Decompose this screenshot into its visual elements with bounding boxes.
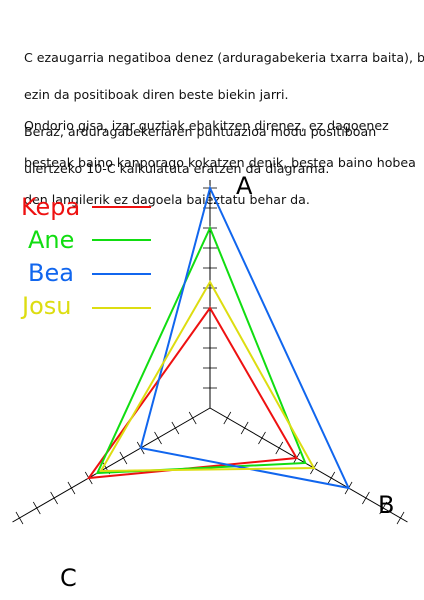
axis-tick <box>379 501 388 515</box>
intro-line: Beraz, arduragabekeriaren puntuazioa mod… <box>24 124 377 140</box>
axis-line-c <box>12 407 211 523</box>
example-line: den langilerik ez dagoela baieztatu beha… <box>24 192 310 208</box>
axis-tick <box>119 451 128 465</box>
example-line: besteak baino kanporago kokatzen denik, … <box>24 155 416 171</box>
axis-tick <box>188 411 197 425</box>
axis-tick <box>50 491 58 505</box>
axis-tick <box>240 421 249 435</box>
axis-tick <box>171 421 180 435</box>
axis-label-c: C <box>60 564 77 592</box>
intro-line: ulertzeko 10-C kalkulatuta eratzen da di… <box>24 161 330 177</box>
axis-tick <box>327 471 336 485</box>
axis-label-a: A <box>236 172 253 200</box>
axis-label-b: B <box>378 491 394 519</box>
legend-label-josu: Josu <box>22 292 72 320</box>
axis-tick <box>258 431 266 445</box>
axis-line-b <box>209 407 408 523</box>
series-polygon-bea <box>139 185 351 490</box>
intro-line: ezin da positiboak diren beste biekin ja… <box>24 87 289 103</box>
axis-tick <box>396 511 405 525</box>
series-layer <box>86 185 351 490</box>
axis-tick <box>32 501 41 515</box>
axis-tick <box>362 491 370 505</box>
series-polygon-josu <box>99 279 316 473</box>
legend-lines <box>92 206 151 309</box>
example-line: Ondorio gisa, izar guztiak ebakitzen dir… <box>24 117 389 133</box>
series-polygon-ane <box>95 225 307 475</box>
intro-paragraph: C ezaugarria negatiboa denez (arduragabe… <box>24 27 424 188</box>
axis-tick <box>275 441 284 455</box>
example-paragraph: Ondorio gisa, izar guztiak ebakitzen dir… <box>24 95 416 219</box>
axis-tick <box>67 481 76 495</box>
intro-line: C ezaugarria negatiboa denez (arduragabe… <box>24 49 424 65</box>
legend-label-ane: Ane <box>28 226 75 254</box>
legend-label-bea: Bea <box>28 259 74 287</box>
axis-tick <box>223 411 232 425</box>
axis-tick <box>15 511 24 525</box>
axes-layer <box>12 180 408 525</box>
axis-tick <box>154 431 162 445</box>
legend-label-kepa: Kepa <box>21 193 81 221</box>
